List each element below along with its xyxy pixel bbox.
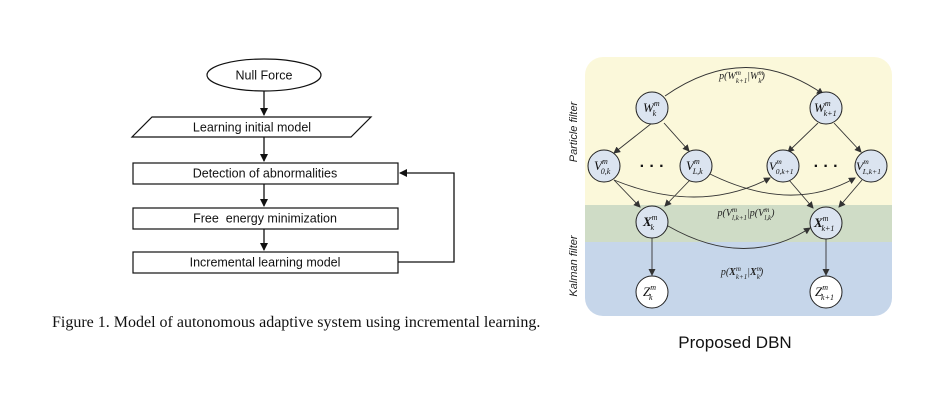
node-vlk1-circle: [854, 149, 888, 183]
node-wk-circle: [635, 91, 669, 125]
overlap-region: [585, 205, 892, 242]
edge-xk-xk1: [667, 225, 811, 249]
edge-wk1-vlk1: [833, 122, 862, 153]
figure-caption: Figure 1. Model of autonomous adaptive s…: [52, 314, 541, 331]
edge-wk-v0k: [613, 122, 653, 154]
flowchart: Null Force Learning initial model Detect…: [130, 58, 455, 274]
node-v0k-circle: [587, 149, 621, 183]
node-xk1-circle: [809, 206, 843, 240]
feedback-loop-arrow: [398, 169, 455, 263]
ellipsis-left: · · ·: [640, 158, 665, 175]
step-free-energy-label: Free energy minimization: [193, 212, 337, 226]
step-incremental-label: Incremental learning model: [190, 256, 341, 270]
step-free-energy-box: [132, 207, 399, 230]
edge-wk-wk1: [664, 67, 824, 97]
ellipsis-right: · · ·: [814, 158, 839, 175]
node-zk-circle: [635, 275, 669, 309]
kalman-filter-label: Kalman filter: [568, 234, 580, 296]
edge-wk1-v0k1: [787, 122, 819, 153]
step-detection-label: Detection of abnormalities: [193, 167, 338, 181]
edge-wk-vlk: [663, 122, 690, 152]
dbn-edges: [613, 67, 863, 276]
edge-vlk-vlk1: [705, 171, 856, 196]
edge-v0k-xk: [613, 179, 641, 208]
dbn-title: Proposed DBN: [678, 333, 792, 352]
edge-vlk-xk: [664, 179, 691, 207]
input-parallelogram: [130, 116, 373, 138]
particle-filter-label: Particle filter: [568, 100, 580, 162]
node-xk-circle: [635, 205, 669, 239]
edge-v0k-v0k1: [613, 177, 771, 198]
input-label: Learning initial model: [193, 121, 311, 135]
node-vlk-circle: [679, 149, 713, 183]
start-label: Null Force: [236, 69, 293, 83]
step-detection-box: [132, 162, 399, 185]
node-wk1-circle: [809, 91, 843, 125]
node-zk1-circle: [809, 275, 843, 309]
edge-v0k1-xk1: [788, 179, 814, 209]
edge-vlk1-xk1: [838, 179, 863, 208]
node-v0k1-circle: [766, 149, 800, 183]
